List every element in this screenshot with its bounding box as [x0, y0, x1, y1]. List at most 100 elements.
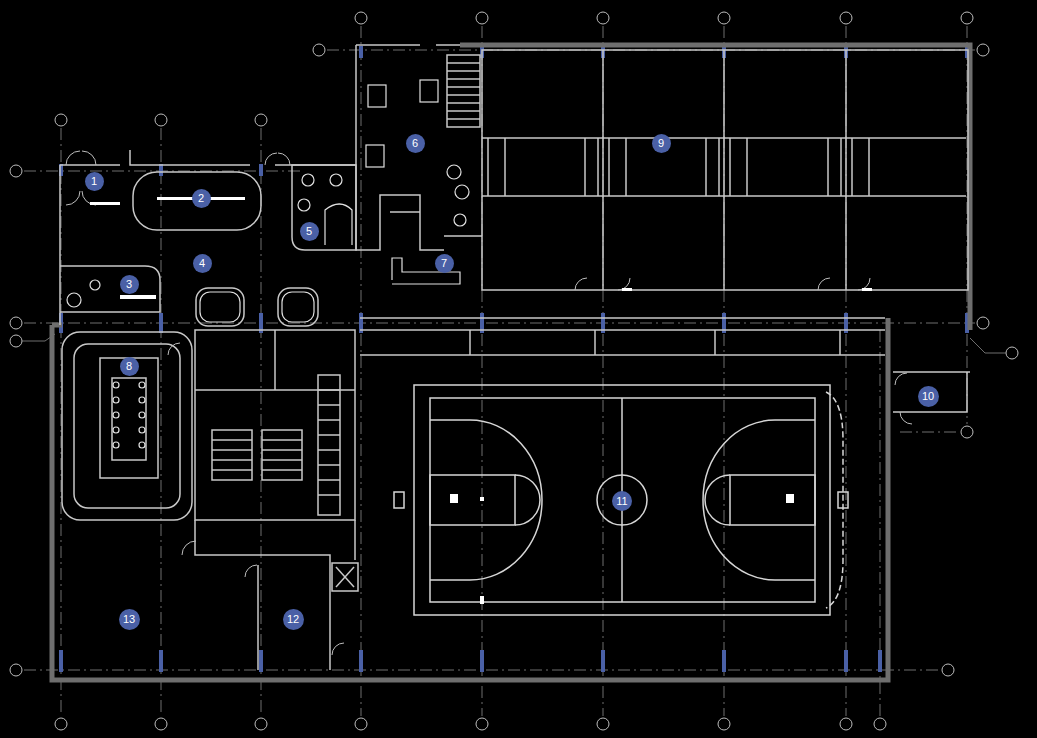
grid-bubble: [255, 718, 267, 730]
furniture: [447, 165, 461, 179]
structural-column: [601, 650, 605, 672]
callout-number: 5: [300, 222, 319, 241]
grid-bubble: [977, 317, 989, 329]
callout-text: 9: [658, 137, 664, 149]
structural-column: [159, 164, 163, 176]
interior-wall: [112, 378, 146, 460]
basketball-court: [826, 392, 843, 608]
interior-wall: [584, 138, 586, 196]
furniture: [200, 292, 240, 322]
furniture: [420, 80, 438, 102]
interior-wall: [195, 520, 330, 670]
interior-wall: [262, 469, 302, 471]
interior-wall: [504, 138, 506, 196]
grid-line: [24, 323, 975, 324]
interior-wall: [262, 430, 302, 480]
basketball-court: [430, 398, 815, 602]
furniture: [113, 412, 119, 418]
furniture-bar: [862, 288, 872, 291]
grid-bubble: [942, 664, 954, 676]
interior-wall: [62, 332, 192, 520]
interior-wall: [447, 110, 480, 112]
door-swing: [66, 151, 912, 655]
interior-wall: [318, 434, 340, 436]
interior-wall: [447, 78, 480, 80]
interior-wall: [354, 520, 356, 560]
furniture: [139, 382, 145, 388]
exterior-wall: [52, 45, 970, 680]
door-swing: [575, 278, 587, 290]
grid-bubble: [355, 718, 367, 730]
interior-wall: [196, 288, 244, 326]
structural-column: [844, 650, 848, 672]
grid-line: [261, 128, 262, 716]
door-swing: [900, 412, 912, 424]
callout-text: 4: [199, 257, 205, 269]
interior-wall: [336, 567, 354, 587]
interior-wall: [318, 494, 340, 496]
interior-wall: [840, 138, 842, 196]
interior-wall: [447, 55, 480, 127]
interior-wall: [318, 449, 340, 451]
grid-bubble: [10, 335, 22, 347]
callout-number: 1: [85, 172, 104, 191]
furniture: [139, 412, 145, 418]
basketball-court: [705, 475, 730, 525]
callout-number: 4: [193, 254, 212, 273]
callout-number: 7: [435, 254, 454, 273]
interior-wall: [447, 70, 480, 72]
callout-text: 12: [287, 613, 299, 625]
grid-bubble: [476, 718, 488, 730]
door-swing: [278, 153, 290, 165]
interior-wall: [262, 449, 302, 451]
interior-wall: [360, 354, 885, 356]
furniture: [139, 397, 145, 403]
interior-wall: [212, 430, 252, 480]
furniture: [113, 442, 119, 448]
furniture: [139, 442, 145, 448]
furniture: [113, 382, 119, 388]
callout-number: 8: [120, 357, 139, 376]
interior-wall: [868, 138, 870, 196]
interior-wall: [482, 50, 968, 290]
structural-column: [878, 650, 882, 672]
callout-text: 3: [126, 278, 132, 290]
interior-wall: [718, 138, 720, 196]
interior-wall: [729, 138, 731, 196]
basketball-court: [430, 475, 515, 525]
interior-wall: [262, 439, 302, 441]
grid-line: [900, 432, 960, 433]
grid-line: [603, 26, 604, 716]
furniture: [67, 293, 81, 307]
interior-wall: [390, 211, 420, 213]
interior-wall: [360, 329, 885, 331]
callout-text: 13: [123, 613, 135, 625]
basketball-court: [394, 492, 404, 508]
door-swing: [895, 373, 907, 385]
interior-wall: [195, 330, 355, 520]
interior-wall: [278, 288, 318, 326]
callout-text: 11: [616, 495, 627, 507]
callout-number: 11: [612, 491, 632, 511]
structural-column: [59, 46, 969, 672]
furniture: [113, 427, 119, 433]
interior-wall: [597, 138, 599, 196]
court-mark: [480, 497, 484, 501]
grid-line: [24, 26, 975, 716]
interior-wall: [60, 266, 160, 312]
grid-bubble: [476, 12, 488, 24]
door-swing: [66, 191, 80, 205]
interior-wall: [436, 44, 460, 46]
door-swing: [245, 565, 257, 577]
structural-column: [722, 650, 726, 672]
interior-wall: [487, 138, 489, 196]
interior-wall: [469, 330, 471, 355]
interior-wall: [444, 235, 482, 237]
interior-wall: [594, 330, 596, 355]
interior-wall: [447, 118, 480, 120]
furniture-bar: [90, 197, 872, 299]
structural-column: [259, 650, 263, 672]
interior-wall: [893, 371, 970, 373]
